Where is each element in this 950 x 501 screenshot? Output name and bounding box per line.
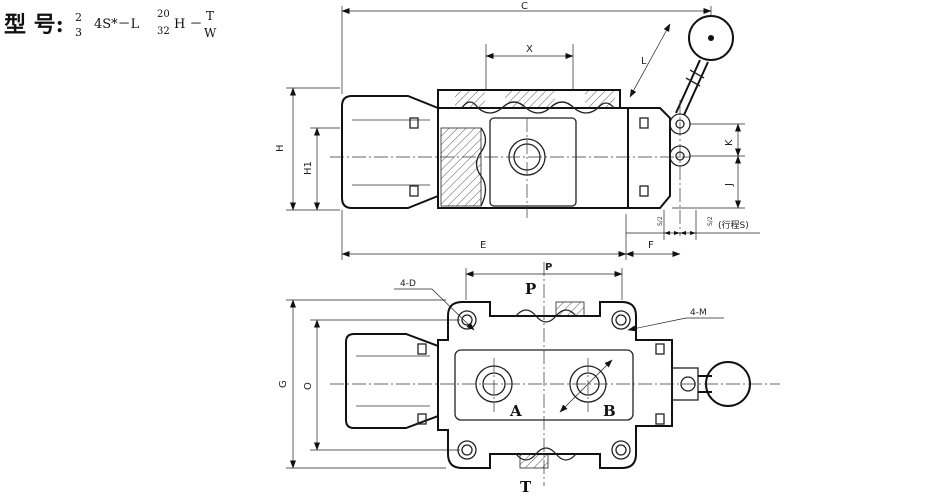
top-main-plate: [437, 301, 673, 469]
top-hole-bl-inner: [461, 444, 473, 456]
leader-4d-line: [431, 288, 475, 331]
side-lever-spring: [685, 69, 705, 87]
top-port-a-inner: [482, 372, 506, 396]
dim-s-arrows: [664, 231, 696, 235]
side-lever-knob-center: [708, 35, 714, 41]
model-code-b: H －: [174, 17, 202, 32]
dim-g-label: G: [278, 380, 289, 388]
side-left-cap: [341, 95, 439, 209]
top-bolt1: [417, 343, 427, 355]
dim-k-label: K: [724, 139, 735, 146]
dim-h1-label: H1: [303, 161, 314, 175]
side-top-hatch: [505, 90, 555, 108]
port-b-label: B: [603, 402, 616, 420]
leader-4d-label: 4-D: [400, 279, 416, 289]
model-frac1-num: 2: [75, 11, 82, 24]
top-hole-tr: [611, 310, 631, 330]
side-view: C X L H H1 K J S/2 S/2 (行程S): [275, 1, 760, 260]
model-code: 型 号: 2 3 4S*－L 20 32 H － T W: [4, 9, 217, 40]
side-section-hatch: [440, 127, 482, 207]
port-t-label: T: [520, 478, 532, 496]
model-frac1-den: 3: [75, 26, 82, 39]
side-top-hatch3: [585, 90, 615, 108]
model-code-a: 4S*－L: [94, 17, 140, 32]
leader-4m-label: 4-M: [690, 308, 707, 318]
side-section-break: [475, 127, 487, 207]
dim-l-label: L: [641, 56, 647, 67]
dim-stroke-label: (行程S): [718, 219, 749, 231]
side-bolt2: [409, 185, 419, 197]
dim-e-label: E: [480, 240, 486, 251]
dim-x-label: X: [526, 44, 533, 55]
top-hole-tl: [457, 310, 477, 330]
dim-o-label: O: [303, 382, 314, 390]
dim-f-label: F: [648, 240, 654, 251]
top-bolt3: [655, 343, 665, 355]
side-bolt3: [639, 117, 649, 129]
top-hole-br-inner: [615, 444, 627, 456]
side-top-wave: [461, 101, 615, 114]
port-p-label: P: [525, 280, 536, 298]
leader-port-b-dia: [559, 359, 613, 413]
dim-h-label: H: [275, 144, 286, 152]
model-frac2-den: W: [204, 26, 217, 40]
dim-p-label: P: [545, 262, 552, 273]
side-lever-arm2: [683, 61, 709, 116]
top-bolt2: [417, 413, 427, 425]
side-right-housing: [628, 107, 671, 209]
side-top-hatch2: [455, 90, 485, 108]
dim-c-label: C: [521, 1, 528, 12]
side-spool: [489, 117, 577, 207]
top-hole-bl: [457, 440, 477, 460]
top-t-hatch: [519, 453, 549, 469]
dim-j-label: J: [724, 183, 735, 187]
side-bolt4: [639, 185, 649, 197]
model-label: 型 号:: [4, 12, 64, 38]
model-frac2-num: T: [206, 9, 214, 23]
dim-s-half-b: S/2: [707, 216, 714, 226]
dim-l-line: [629, 23, 671, 98]
top-hole-br: [611, 440, 631, 460]
top-view: P G O 4-D 4-M P T A B: [278, 262, 780, 496]
top-bolt4: [655, 413, 665, 425]
dim-s-half-a: S/2: [657, 216, 664, 226]
model-sup: 20: [157, 9, 170, 20]
side-bolt1: [409, 117, 419, 129]
port-a-label: A: [509, 402, 522, 420]
top-hole-tr-inner: [615, 314, 627, 326]
top-p-hatch: [555, 301, 585, 317]
model-sub: 32: [157, 26, 170, 37]
leader-4m-line: [627, 317, 687, 332]
